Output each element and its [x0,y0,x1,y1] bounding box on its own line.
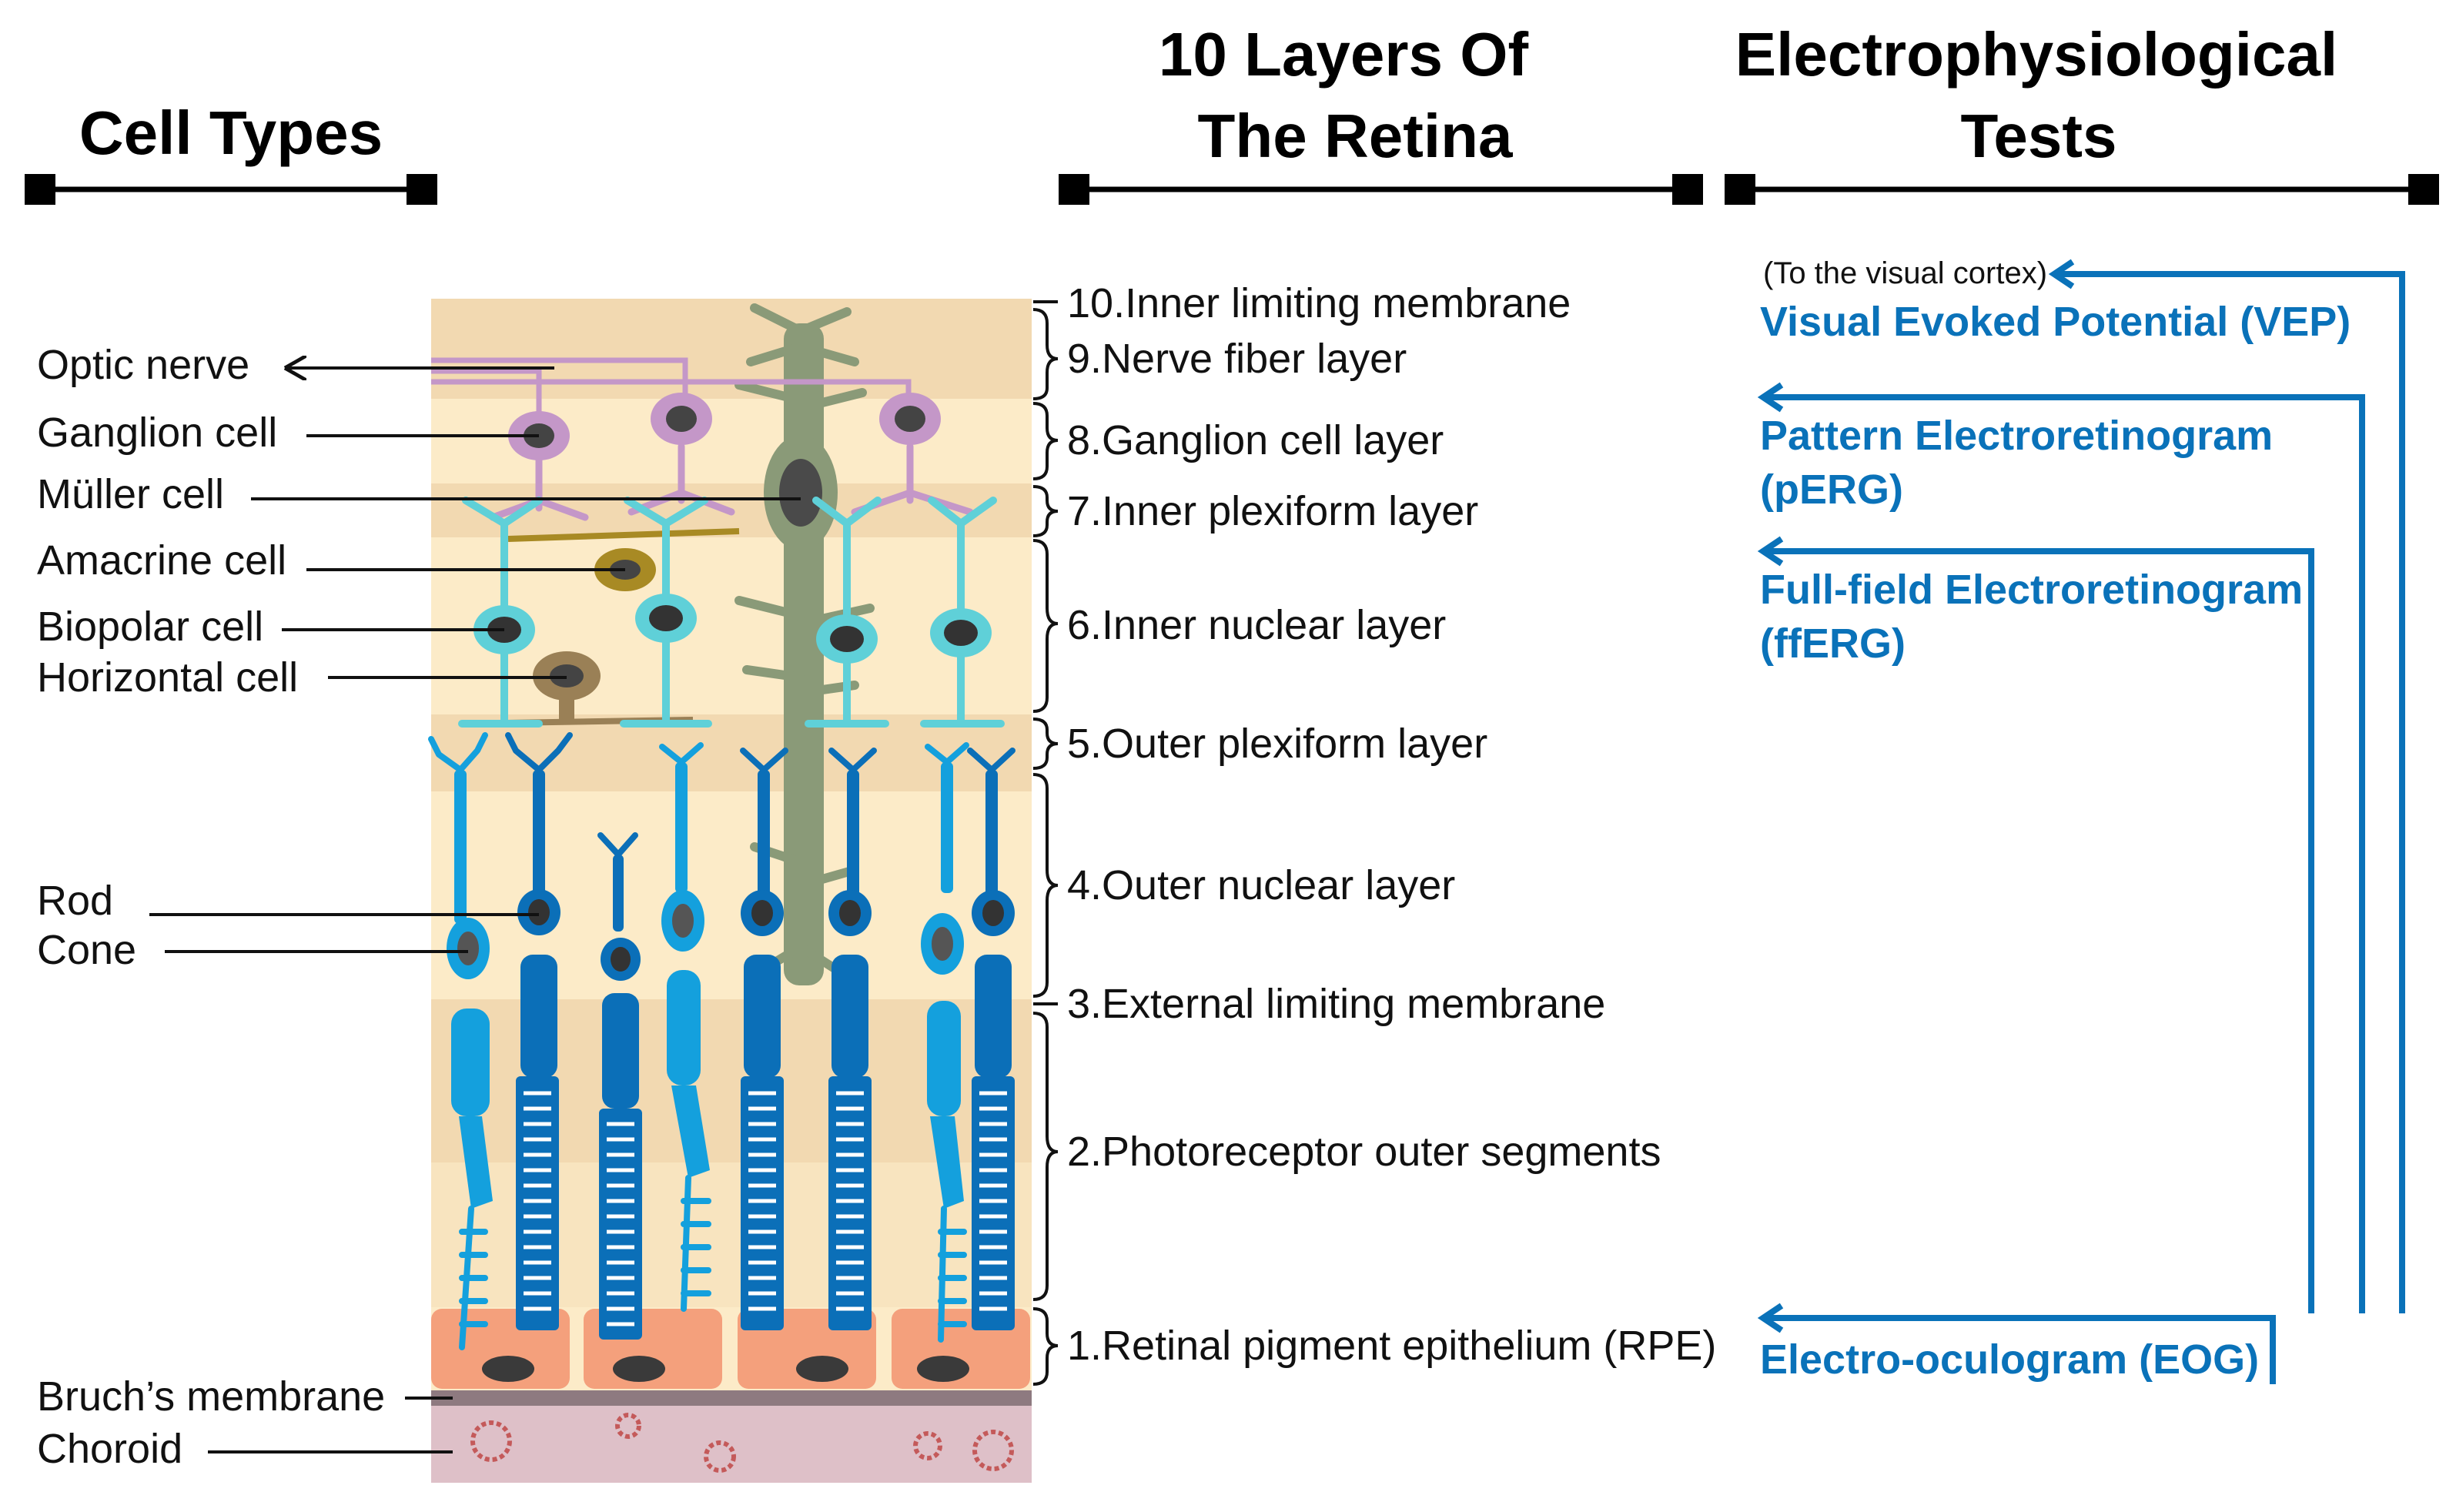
test-perg-line1: Pattern Electroretinogram [1760,413,2273,459]
vep-note: (To the visual cortex) [1763,256,2047,290]
layer-2-label: 2.Photoreceptor outer segments [1067,1129,1661,1175]
label-optic-nerve: Optic nerve [37,342,249,388]
amacrine-cell [507,528,740,591]
cell-type-labels: Optic nerve Ganglion cell Müller cell Am… [37,342,801,1472]
test-fferg-line1: Full-field Electroretinogram [1760,567,2303,613]
bipolar-cells [458,497,1005,728]
label-bruchs-membrane: Bruch’s membrane [37,1373,385,1420]
header-tests: Electrophysiological Tests [1725,20,2439,205]
test-perg-line2: (pERG) [1760,467,1903,513]
tests-labels: (To the visual cortex) Visual Evoked Pot… [1760,256,2351,1383]
label-ganglion-cell: Ganglion cell [37,410,277,456]
label-muller-cell: Müller cell [37,471,224,517]
header-layers-line2: The Retina [1198,102,1513,170]
label-horizontal-cell: Horizontal cell [37,654,298,701]
header-tests-line2: Tests [1960,102,2116,170]
layer-labels: 10.Inner limiting membrane 9.Nerve fiber… [1067,280,1716,1369]
choroid-vessels [470,1413,1014,1473]
choroid-band [431,1406,1032,1483]
layer-10-label: 10.Inner limiting membrane [1067,280,1571,326]
label-rod: Rod [37,878,113,924]
header-cell-types-title: Cell Types [79,99,383,167]
test-eog: Electro-oculogram (EOG) [1760,1336,2259,1383]
header-tests-line1: Electrophysiological [1735,20,2337,89]
tests-connectors [1757,259,2405,1384]
rod-cells [505,732,1016,1340]
layer-3-label: 3.External limiting membrane [1067,981,1605,1027]
layer-brackets [1032,300,1059,1386]
layer-7-label: 7.Inner plexiform layer [1067,488,1478,534]
layer-4-label: 4.Outer nuclear layer [1067,862,1455,908]
test-vep: Visual Evoked Potential (VEP) [1760,299,2351,345]
test-fferg-line2: (ffERG) [1760,621,1906,667]
header-cell-types: Cell Types [25,99,437,205]
layer-5-label: 5.Outer plexiform layer [1067,721,1487,767]
layer-9-label: 9.Nerve fiber layer [1067,336,1407,382]
layer-8-label: 8.Ganglion cell layer [1067,417,1444,463]
header-layers-line1: 10 Layers Of [1159,20,1529,89]
header-layers: 10 Layers Of The Retina [1059,20,1703,205]
label-choroid: Choroid [37,1426,182,1472]
cone-cells [428,732,969,1350]
layer-6-label: 6.Inner nuclear layer [1067,602,1446,648]
layer-1-label: 1.Retinal pigment epithelium (RPE) [1067,1323,1716,1369]
label-cone: Cone [37,927,136,973]
ganglion-cells [489,393,974,521]
bruchs-membrane-band [431,1390,1032,1406]
label-amacrine-cell: Amacrine cell [37,537,286,584]
label-bipolar-cell: Biopolar cell [37,604,263,650]
